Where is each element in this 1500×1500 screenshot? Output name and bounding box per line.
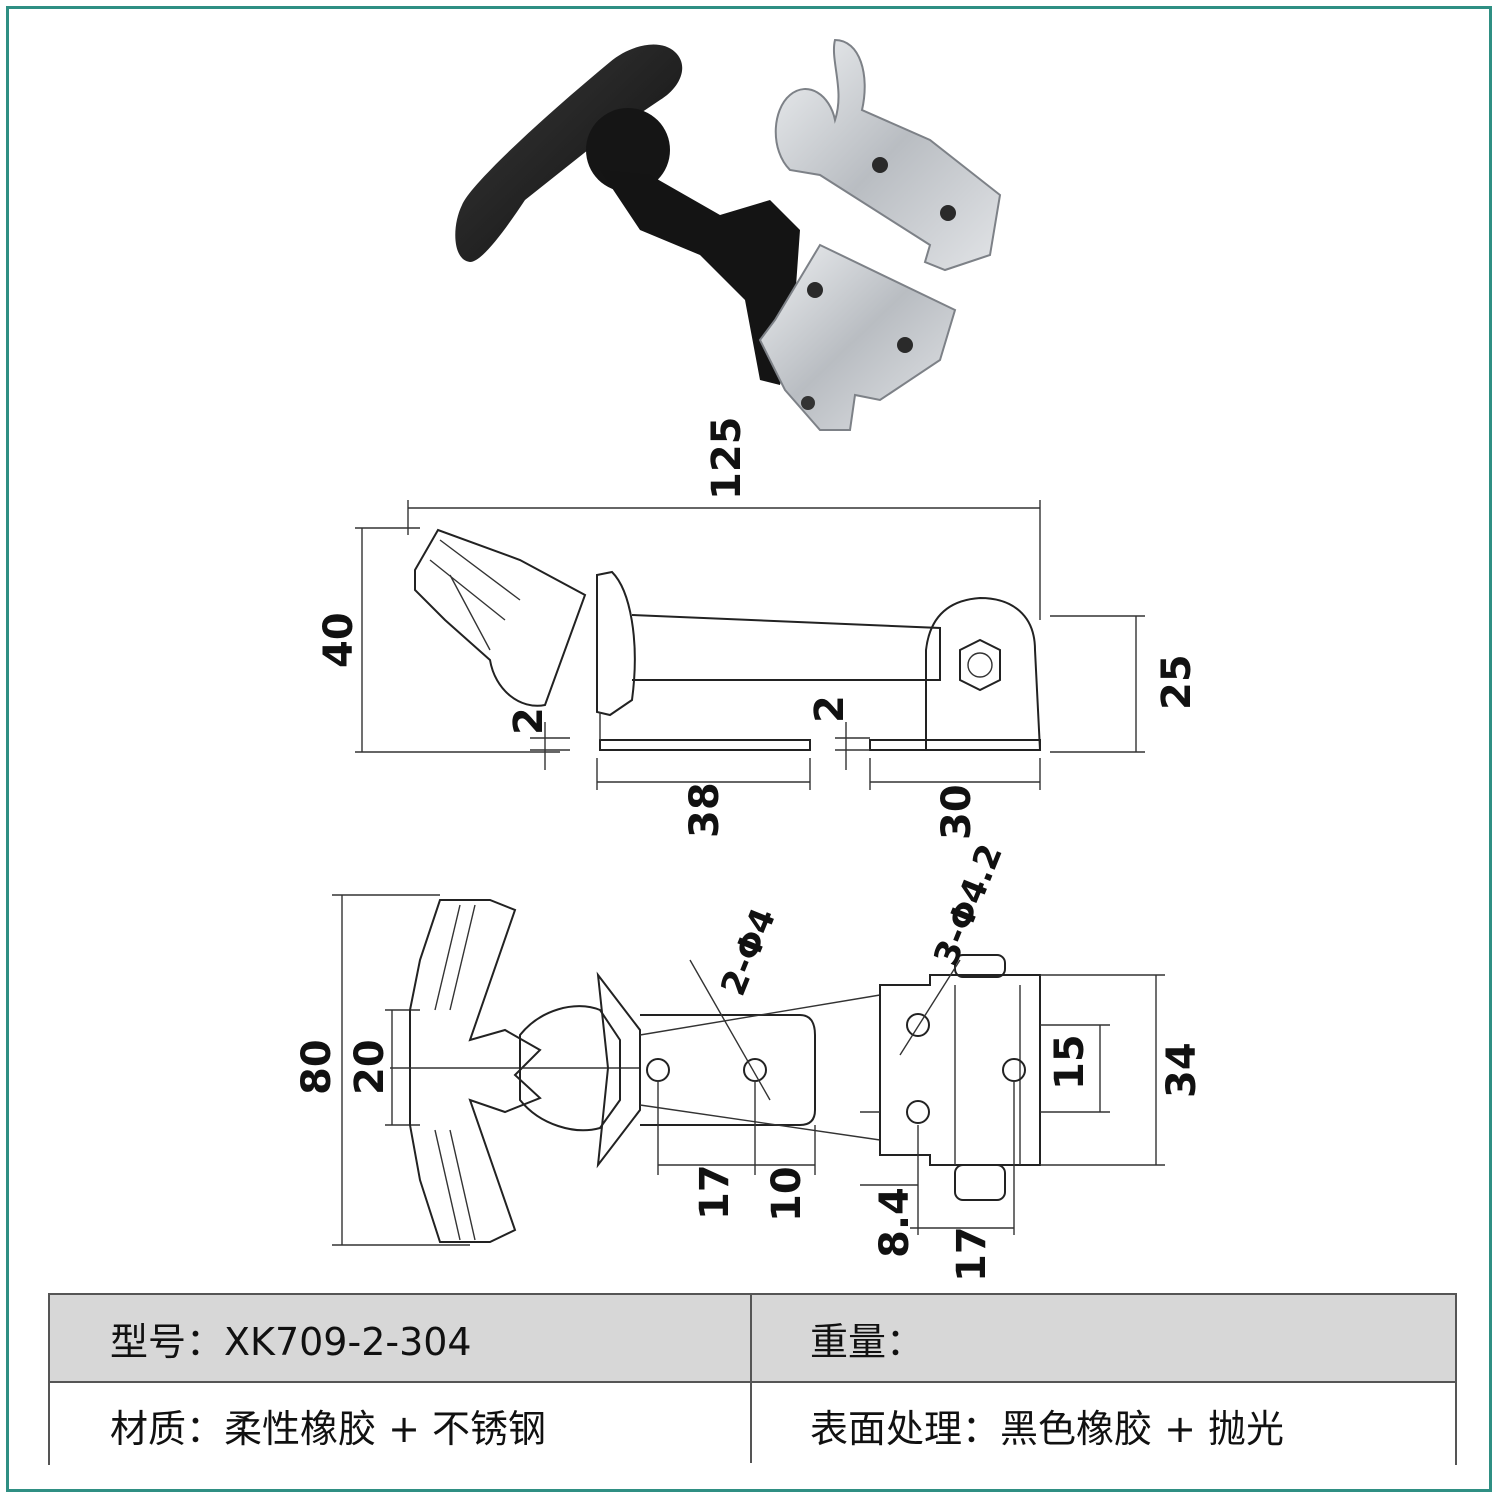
dim-overall-width: 80 [294,1039,340,1095]
top-view-drawing: 80 20 34 15 17 10 8.4 17 2-Φ4 3-Φ4.2 [294,839,1205,1282]
base-hole [807,282,823,298]
dim-hole-pitch-a: 17 [692,1164,738,1220]
rubber-t-handle [455,44,683,262]
spec-table: 型号：XK709-2-304 重量： 材质：柔性橡胶 + 不锈钢 表面处理：黑色… [48,1293,1457,1467]
dim-handle-width: 20 [347,1039,393,1095]
spec-row: 型号：XK709-2-304 重量： [50,1295,1455,1381]
dim-thickness-left: 2 [506,707,552,735]
keeper-hole [940,205,956,221]
table-divider [750,1295,752,1463]
dim-bracket-len: 17 [949,1226,995,1282]
dim-overall-length: 125 [704,417,750,501]
model-cell: 型号：XK709-2-304 [110,1319,472,1364]
spec-row: 材质：柔性橡胶 + 不锈钢 表面处理：黑色橡胶 + 抛光 [50,1381,1455,1467]
material-cell: 材质：柔性橡胶 + 不锈钢 [110,1406,546,1451]
dim-hole-spacing: 15 [1047,1034,1093,1090]
dim-length-right: 30 [934,784,980,840]
rubber-stem [600,170,800,385]
side-view-drawing: 125 40 25 2 2 38 30 [316,417,1200,841]
dim-base-height: 25 [1154,654,1200,710]
base-hole [897,337,913,353]
weight-cell: 重量： [810,1319,925,1364]
dim-hole-pitch-b: 10 [764,1166,810,1222]
dim-offset: 8.4 [872,1187,918,1258]
holes-left-callout: 2-Φ4 [713,903,784,1002]
dim-length-left: 38 [682,782,728,838]
image-frame [6,6,1492,1492]
steel-keeper [774,38,1002,272]
dim-height: 40 [316,612,362,668]
keeper-hole [872,157,888,173]
finish-cell: 表面处理：黑色橡胶 + 抛光 [810,1406,1284,1451]
product-photo [455,38,1002,431]
dim-bracket-width: 34 [1159,1042,1205,1098]
dim-thickness-right: 2 [807,695,853,723]
holes-right-callout: 3-Φ4.2 [926,839,1011,972]
pivot-nut [801,396,815,410]
